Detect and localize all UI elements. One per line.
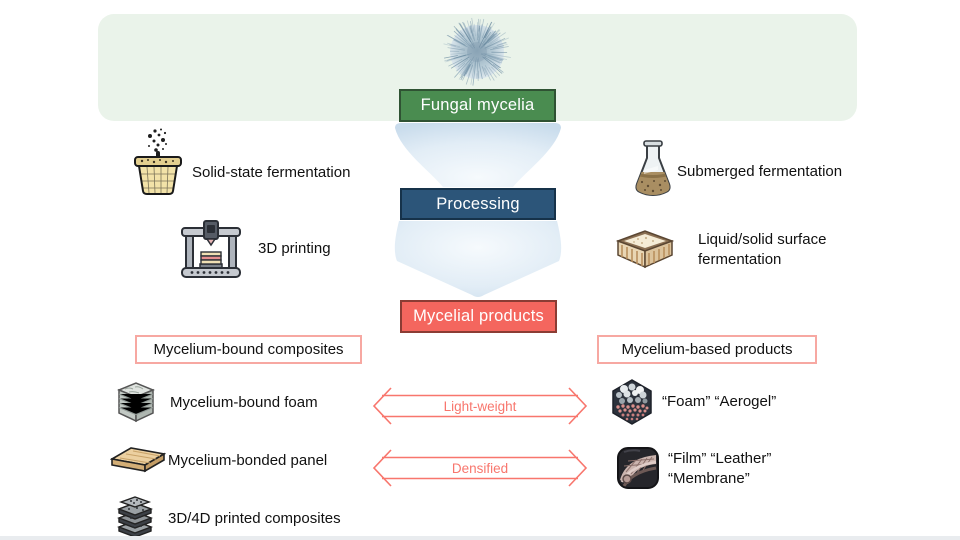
- mycelium-ball-icon: [441, 15, 513, 89]
- aerogel-hex-icon: [610, 379, 654, 425]
- product-label-film-line2: “Membrane”: [668, 470, 750, 487]
- method-label-solid-state: Solid-state fermentation: [192, 164, 351, 181]
- lightweight-arrow: Light-weight: [368, 385, 592, 427]
- surface-tray-icon: [612, 227, 678, 271]
- solid-state-basket-icon: [130, 127, 186, 197]
- method-label-submerged: Submerged fermentation: [677, 163, 843, 180]
- foam-cube-icon: [115, 380, 157, 424]
- product-label-printed: 3D/4D printed composites: [168, 510, 341, 527]
- product-label-film-line1: “Film” “Leather”: [668, 450, 772, 467]
- product-label-panel: Mycelium-bonded panel: [168, 452, 328, 469]
- erlenmeyer-flask-icon: [632, 140, 674, 198]
- funnel-bottom-shape: [392, 219, 564, 300]
- method-label-surface-line2: fermentation: [698, 251, 782, 268]
- flow-box-fungal-mycelia: Fungal mycelia: [399, 89, 556, 122]
- product-label-foam: Mycelium-bound foam: [170, 394, 318, 411]
- product-label-aerogel: “Foam” “Aerogel”: [662, 393, 777, 410]
- densified-label: Densified: [451, 460, 509, 476]
- printed-stack-icon: [113, 496, 157, 538]
- double-headed-arrow-icon: [372, 449, 588, 487]
- flow-output-label: Mycelial products: [413, 307, 544, 325]
- flow-source-label: Fungal mycelia: [420, 96, 535, 114]
- category-left-label: Mycelium-bound composites: [153, 341, 344, 358]
- double-headed-arrow-icon: [372, 387, 588, 425]
- panel-slab-icon: [110, 444, 166, 474]
- lightweight-label: Light-weight: [443, 398, 517, 414]
- densified-arrow: Densified: [368, 447, 592, 489]
- category-right-label: Mycelium-based products: [621, 341, 793, 358]
- method-label-surface-line1: Liquid/solid surface: [698, 231, 827, 248]
- category-box-left: Mycelium-bound composites: [135, 335, 362, 364]
- printer-3d-icon: [180, 218, 242, 280]
- method-label-3d-printing: 3D printing: [258, 240, 331, 257]
- flow-process-label: Processing: [436, 194, 520, 213]
- film-leather-icon: [616, 446, 660, 490]
- category-box-right: Mycelium-based products: [597, 335, 817, 364]
- funnel-top-shape: [392, 121, 564, 189]
- bottom-edge-strip: [0, 536, 960, 540]
- flow-box-processing: Processing: [400, 188, 556, 220]
- flow-box-mycelial-products: Mycelial products: [400, 300, 557, 333]
